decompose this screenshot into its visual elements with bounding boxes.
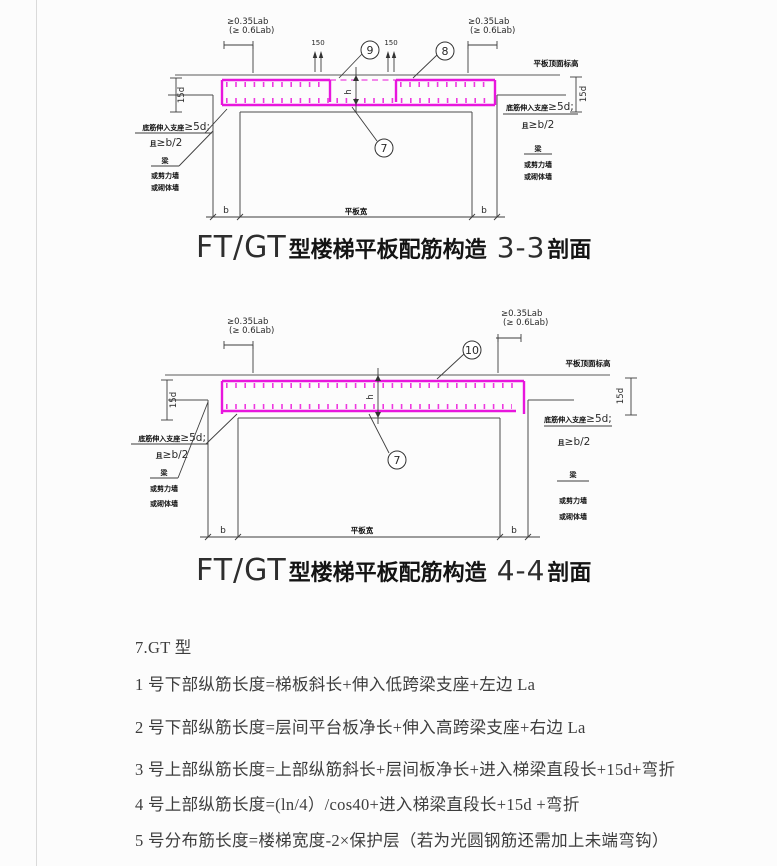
anchor-length-label: ≥0.35Lab [501,309,542,319]
anchor-length-label: ≥0.35Lab [468,17,509,27]
width-dims: b b 平板宽 [200,525,540,541]
rebar-bars [220,379,526,414]
hook-15d-dim-right: 15d [616,377,637,416]
bar-number: 8 [442,45,449,58]
hook-15d-label: 15d [579,86,589,102]
support-masonry-label: 或砌体墙 [150,499,178,508]
support-beam-label: 梁 [569,470,578,479]
note-line: 4 号上部纵筋长度=(ln/4）/cos40+进入梯梁直段长+15d +弯折 [135,795,580,814]
h-dim-label: h [344,89,354,94]
support-type-note-left: 梁 或剪力墙 或砌体墙 [150,401,209,508]
bottom-anchor-note: 底筋伸入支座≥5d; [506,101,574,113]
bottom-bar-anchor-note-right: 底筋伸入支座≥5d; 且≥b/2 [544,413,612,448]
h-dim-label: h [366,394,376,399]
anchor-length-alt-label: (≥ 0.6Lab) [229,326,274,336]
hook-15d-label: 15d [169,392,179,408]
note-line: 2 号下部纵筋长度=层间平台板净长+伸入高跨梁支座+右边 La [135,718,586,737]
hook-15d-label: 15d [616,388,626,404]
section-3-3-drawing: ≥0.35Lab (≥ 0.6Lab) ≥0.35Lab (≥ 0.6Lab) … [135,17,591,265]
support-masonry-label: 或砌体墙 [151,183,179,192]
support-shearwall-label: 或剪力墙 [151,171,179,180]
slab-top-elevation-label: 平板顶面标高 [566,358,611,368]
anchor-length-alt-label: (≥ 0.6Lab) [503,318,548,328]
slab-top-elevation-label: 平板顶面标高 [534,58,579,68]
support-shearwall-label: 或剪力墙 [524,160,552,169]
anchor-length-alt-label: (≥ 0.6Lab) [470,26,515,36]
bottom-bar-anchor-note-left: 底筋伸入支座≥5d; 且≥b/2 [135,108,228,149]
bar-callout-8: 8 [412,41,455,79]
support-width-b-label: b [220,526,226,536]
notes-heading: 7.GT 型 [135,638,192,657]
bottom-bar-anchor-note-left: 底筋伸入支座≥5d; 且≥b/2 [131,413,238,461]
note-line: 3 号上部纵筋长度=上部纵筋斜长+层间板净长+进入梯梁直段长+15d+弯折 [135,760,676,779]
bar-callout-7: 7 [351,106,394,158]
bottom-anchor-note: 底筋伸入支座≥5d; [544,413,612,425]
support-type-note-right: 梁 或剪力墙 或砌体墙 [524,144,552,181]
support-beam-label: 梁 [160,468,169,477]
support-masonry-label: 或砌体墙 [524,172,552,181]
bottom-bar-anchor-note-right: 底筋伸入支座≥5d; 且≥b/2 [503,101,578,131]
anchor-dim-left: ≥0.35Lab (≥ 0.6Lab) [223,317,274,373]
bottom-anchor-note2: 且≥b/2 [522,119,555,131]
bar-number: 7 [381,142,388,155]
section-4-4-drawing: ≥0.35Lab (≥ 0.6Lab) ≥0.35Lab (≥ 0.6Lab) … [131,309,637,588]
bottom-anchor-note2: 且≥b/2 [150,137,183,149]
hook-15d-dim-right: 15d [570,76,589,113]
hook-150-dims: 150 150 [311,39,398,72]
anchor-length-label: ≥0.35Lab [227,317,268,327]
hook-150-label: 150 [384,39,397,47]
note-line: 5 号分布筋长度=楼梯宽度-2×保护层（若为光圆钢筋还需加上未端弯钩） [135,831,669,850]
slab-thickness-dim: h [366,368,381,424]
hook-150-label: 150 [311,39,324,47]
bottom-anchor-note: 底筋伸入支座≥5d; [138,432,206,444]
anchor-length-alt-label: (≥ 0.6Lab) [229,26,274,36]
bar-number: 7 [394,454,401,467]
support-type-note-left: 梁 或剪力墙 或砌体墙 [151,130,214,192]
slab-width-label: 平板宽 [351,525,374,535]
support-width-b-label: b [223,206,229,216]
support-beam-label: 梁 [534,144,543,153]
anchor-dim-right: ≥0.35Lab (≥ 0.6Lab) [467,17,515,73]
support-type-note-right: 梁 或剪力墙 或砌体墙 [557,470,589,521]
bar-number: 10 [465,344,479,357]
width-dims: b b 平板宽 [206,206,505,221]
hook-15d-label: 15d [177,87,187,103]
support-masonry-label: 或砌体墙 [559,512,587,521]
bottom-anchor-note: 底筋伸入支座≥5d; [142,121,210,133]
slab-width-label: 平板宽 [345,206,368,216]
support-shearwall-label: 或剪力墙 [150,484,178,493]
bar-callout-7: 7 [368,413,407,470]
rebar-bars [220,78,497,107]
bar-callout-9: 9 [338,40,380,79]
bar-callout-10: 10 [436,340,482,380]
anchor-length-label: ≥0.35Lab [227,17,268,27]
hook-15d-dim-left: 15d [170,77,187,113]
support-shearwall-label: 或剪力墙 [559,496,587,505]
bottom-anchor-note2: 且≥b/2 [156,449,189,461]
note-line: 1 号下部纵筋长度=梯板斜长+伸入低跨梁支座+左边 La [135,675,536,694]
slab-thickness-dim: h [344,67,359,113]
hook-15d-dim-left: 15d [161,379,179,421]
anchor-dim-left: ≥0.35Lab (≥ 0.6Lab) [223,17,274,73]
page-left-edge [36,0,37,866]
support-width-b-label: b [481,206,487,216]
concrete-outline [168,74,566,217]
support-width-b-label: b [511,526,517,536]
bar-number: 9 [367,44,374,57]
anchor-dim-right: ≥0.35Lab (≥ 0.6Lab) [496,309,548,373]
bottom-anchor-note2: 且≥b/2 [558,436,591,448]
concrete-outline [165,374,610,537]
support-beam-label: 梁 [161,156,170,165]
